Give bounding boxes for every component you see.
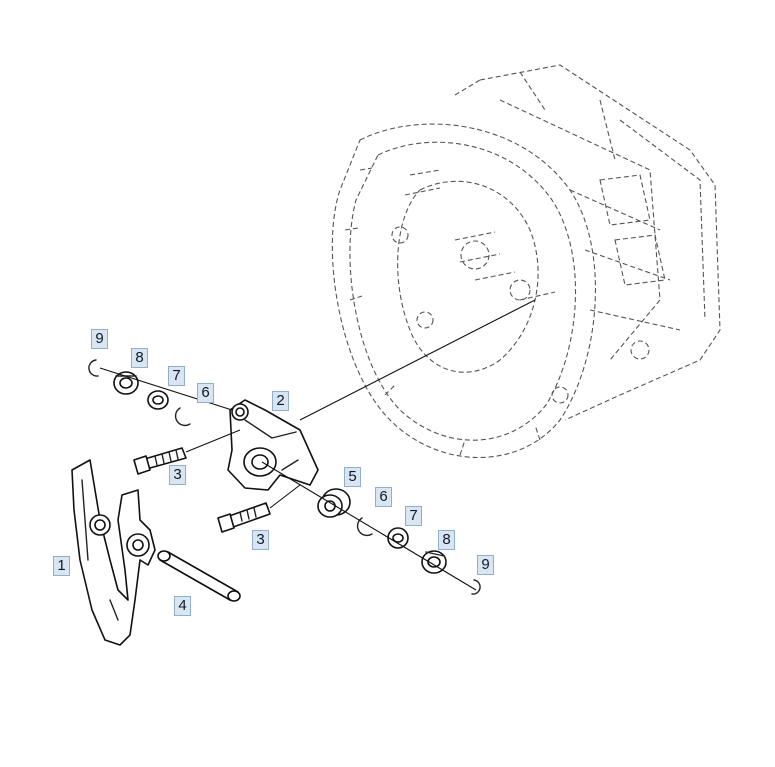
- callout-8-upper: 8: [131, 348, 148, 368]
- pin: [157, 550, 241, 602]
- callout-8-lower: 8: [438, 530, 455, 550]
- seal-lower: [421, 550, 447, 574]
- bolt-lower: [217, 502, 271, 533]
- callout-7-upper: 7: [168, 366, 185, 386]
- bracket: [227, 399, 319, 491]
- callout-2: 2: [272, 391, 289, 411]
- callout-4: 4: [174, 596, 191, 616]
- callout-3-lower: 3: [252, 530, 269, 550]
- callout-6-lower: 6: [375, 487, 392, 507]
- circlip-lower: [471, 579, 481, 595]
- gearbox-housing: [331, 64, 721, 458]
- callout-9-upper: 9: [91, 329, 108, 349]
- washer-upper: [147, 390, 169, 410]
- snap-ring-upper: [174, 407, 191, 427]
- bearing: [317, 488, 351, 518]
- callout-1: 1: [53, 556, 70, 576]
- callout-6-upper: 6: [197, 383, 214, 403]
- callout-7-lower: 7: [405, 506, 422, 526]
- bolt-upper: [133, 447, 187, 475]
- callout-3-upper: 3: [169, 465, 186, 485]
- seal-upper: [113, 371, 139, 395]
- washer-lower: [387, 527, 409, 549]
- release-fork: [71, 459, 156, 646]
- callout-9-lower: 9: [477, 555, 494, 575]
- circlip-upper: [88, 359, 99, 377]
- callout-5: 5: [344, 467, 361, 487]
- assembly-leader-line: [299, 299, 536, 421]
